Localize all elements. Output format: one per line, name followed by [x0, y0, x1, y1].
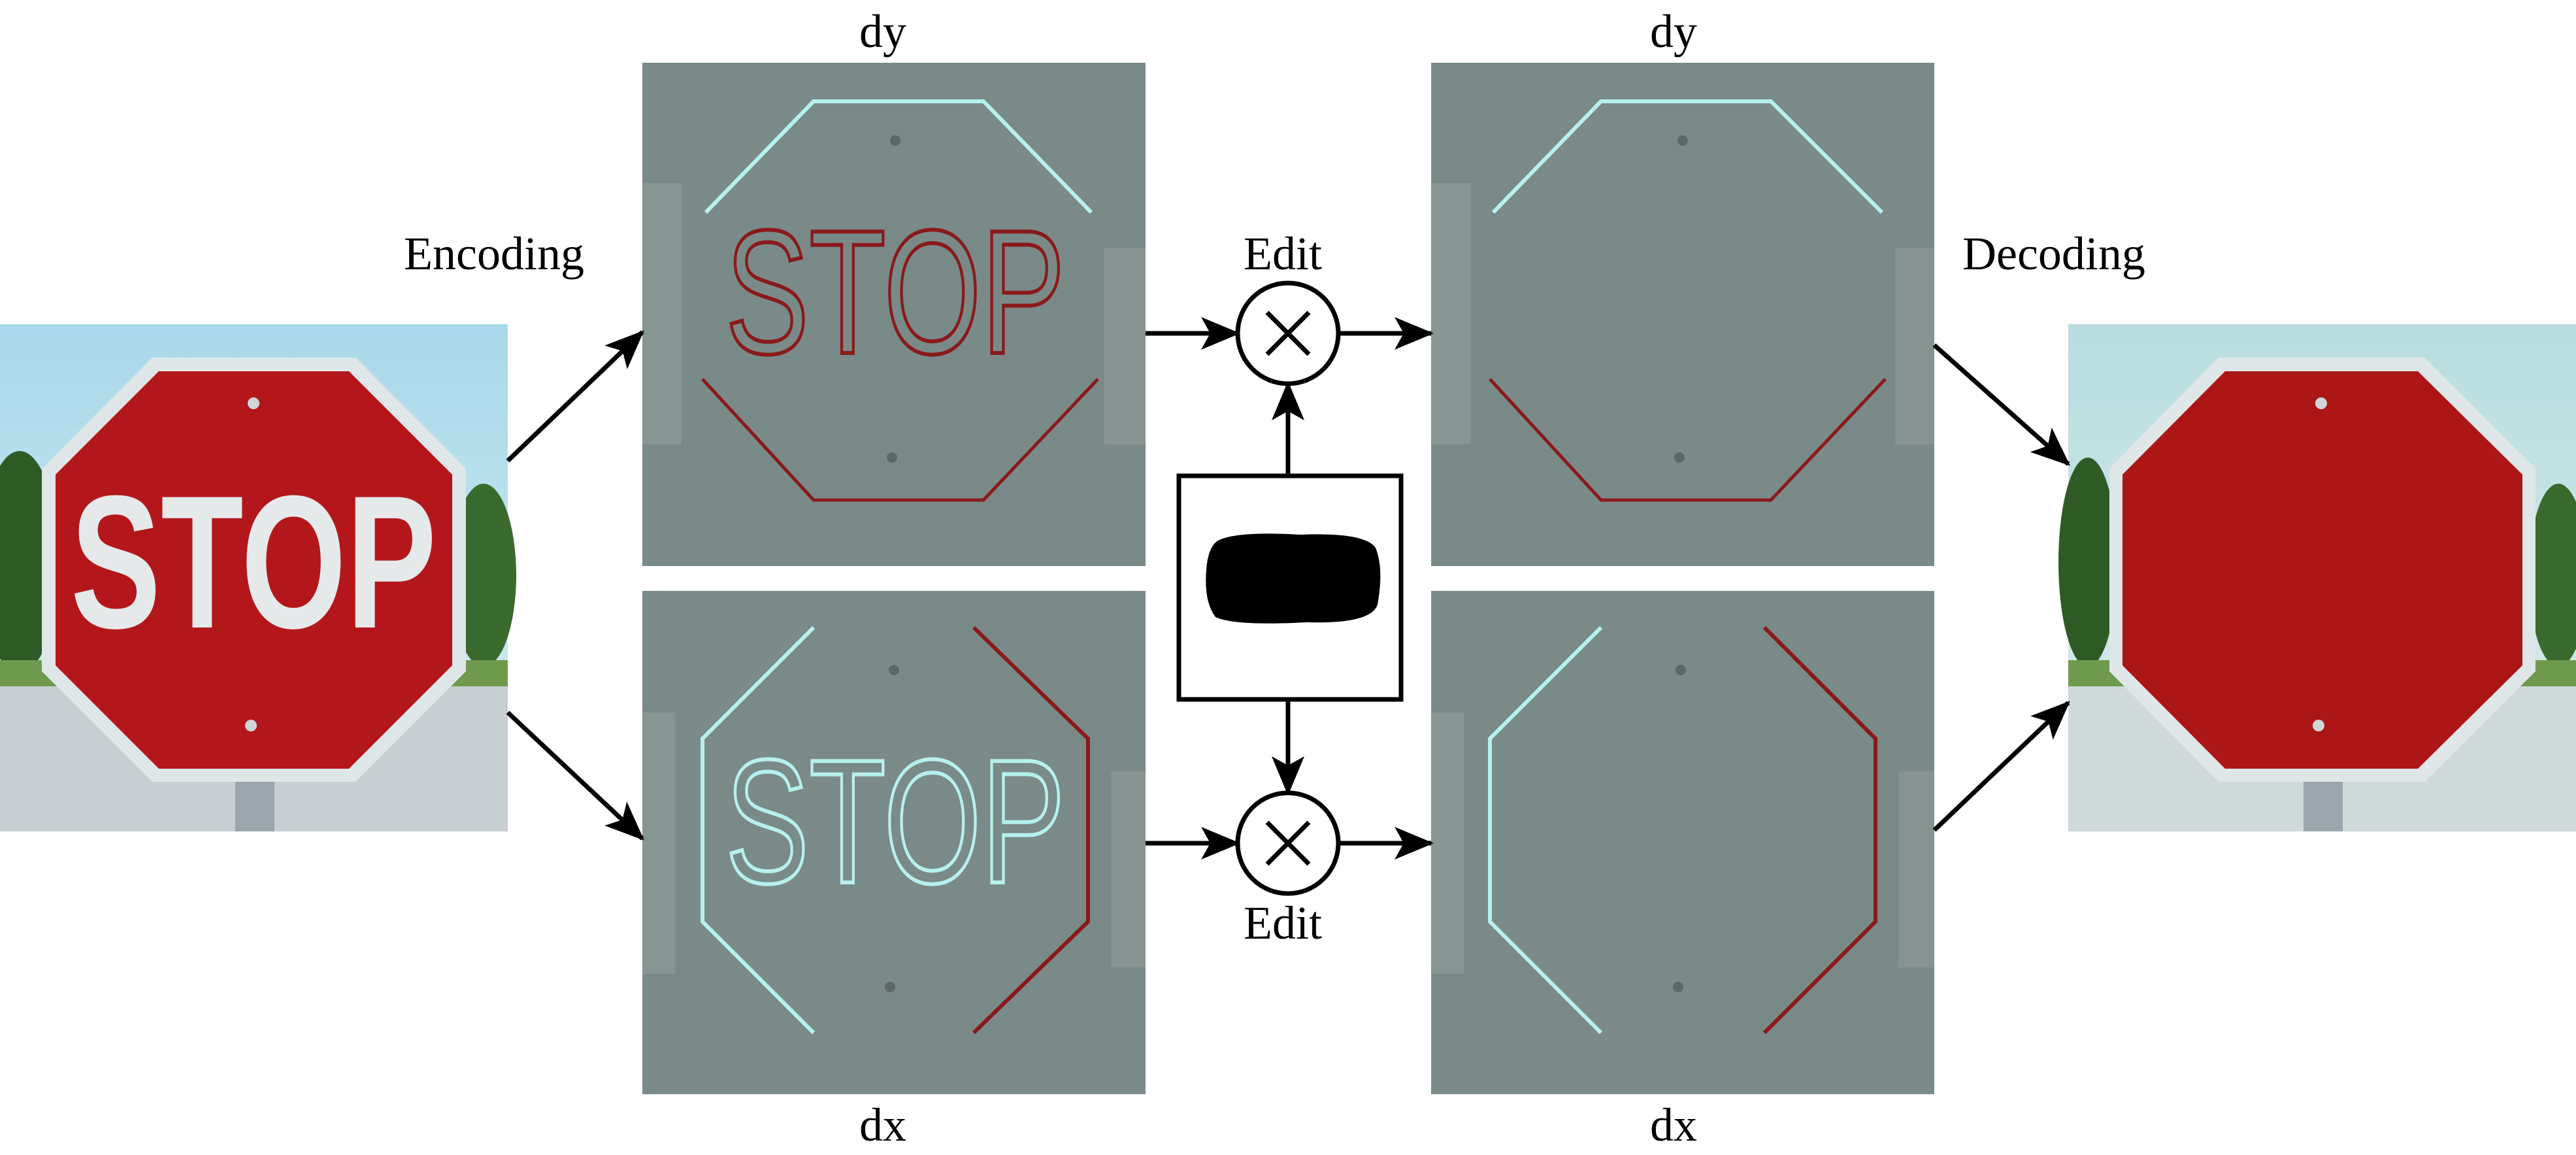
dx-in-sign-text: STOP: [725, 724, 1065, 920]
arrow-encode-dy: [506, 330, 644, 463]
arrow-decode-dy: [1932, 343, 2070, 466]
output-photo: [2058, 324, 2576, 831]
label-decoding: Decoding: [1962, 227, 2145, 280]
multiply-node-top: [1235, 280, 1341, 386]
label-edit-top: Edit: [1244, 227, 1322, 280]
dy-edited-panel: [1431, 63, 1934, 566]
dy-encoded-panel: STOP: [642, 63, 1146, 566]
label-dx-output: dx: [1650, 1099, 1697, 1151]
label-edit-bottom: Edit: [1244, 897, 1322, 949]
multiply-node-bottom: [1235, 790, 1341, 896]
dx-encoded-panel: STOP: [642, 591, 1146, 1094]
arrows: [506, 317, 2070, 860]
edit-mask-box: [1176, 473, 1404, 702]
label-encoding: Encoding: [404, 227, 584, 280]
dx-edited-panel: [1431, 591, 1934, 1094]
label-dx-input: dx: [859, 1099, 906, 1151]
arrow-decode-dx: [1932, 701, 2070, 832]
mask-shape: [1206, 533, 1381, 624]
arrow-encode-dx: [506, 711, 644, 841]
dy-in-sign-text: STOP: [725, 194, 1065, 391]
input-sign-text: STOP: [71, 456, 437, 668]
label-dy-output: dy: [1650, 5, 1697, 58]
input-photo: STOP: [0, 324, 516, 831]
label-dy-input: dy: [859, 5, 906, 58]
